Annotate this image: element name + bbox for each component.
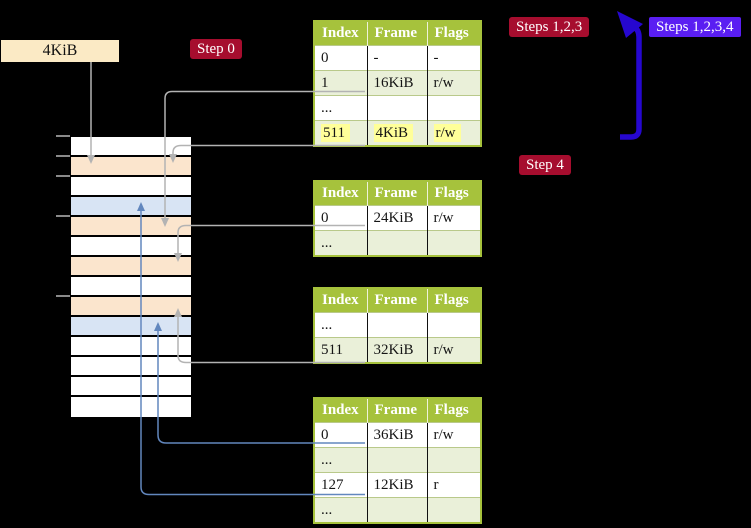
loop-arrow-head [617,11,643,38]
table-header-row: Index Frame Flags [314,21,481,46]
memory-row [71,317,191,337]
table-cell: 0 [314,422,367,448]
page-table-level-1: Index Frame Flags 0 36KiB r/w ... 127 12… [313,397,482,524]
badge-step-4: Step 4 [519,155,571,175]
table-cell: 16KiB [366,70,427,96]
table-cell: r/w [426,422,481,448]
table-cell [366,497,427,523]
table-row-highlighted: 511 4KiB r/w [314,120,481,146]
memory-row [71,397,191,417]
table-cell: 511 [314,337,367,363]
column-header-flags: Flags [426,398,481,423]
highlighted-value: r/w [433,123,461,142]
address-tick [56,215,70,217]
table-row: 0 24KiB r/w [314,205,481,231]
memory-row [71,357,191,377]
memory-row [71,297,191,317]
page-table-level-2: Index Frame Flags ... 511 32KiB r/w [313,287,482,364]
memory-row [71,377,191,397]
table-cell: 127 [314,472,367,498]
page-size-label: 4KiB [1,40,119,62]
column-header-frame: Frame [366,181,427,206]
table-row: ... [314,230,481,256]
table-row: ... [314,312,481,338]
table-cell: ... [314,447,367,473]
table-cell: 36KiB [366,422,427,448]
table-cell: 0 [314,45,367,71]
column-header-frame: Frame [366,398,427,423]
table-row: 1 16KiB r/w [314,70,481,96]
column-header-index: Index [314,398,367,423]
table-header-row: Index Frame Flags [314,181,481,206]
table-cell: 12KiB [366,472,427,498]
column-header-index: Index [314,181,367,206]
table-cell: 24KiB [366,205,427,231]
memory-row [71,177,191,197]
table-row: 0 36KiB r/w [314,422,481,448]
highlighted-value: 511 [321,123,350,142]
memory-row [71,277,191,297]
table-cell: 32KiB [366,337,427,363]
table-row: 127 12KiB r [314,472,481,498]
table-cell: r/w [426,120,481,146]
table-cell: 1 [314,70,367,96]
memory-row [71,137,191,157]
column-header-flags: Flags [426,21,481,46]
table-header-row: Index Frame Flags [314,398,481,423]
table-cell [426,230,481,256]
column-header-index: Index [314,288,367,313]
memory-row [71,157,191,177]
address-tick [56,295,70,297]
address-tick [56,175,70,177]
table-cell [366,95,427,121]
page-table-level-4: Index Frame Flags 0 - - 1 16KiB r/w ... … [313,20,482,147]
badge-steps-1234: Steps 1,2,3,4 [649,17,741,37]
table-cell: r/w [426,337,481,363]
table-cell: - [426,45,481,71]
loop-arrow-shaft [620,22,642,140]
badge-step-0: Step 0 [190,39,242,59]
memory-row [71,237,191,257]
table-cell [366,230,427,256]
table-row: ... [314,447,481,473]
table-row: ... [314,95,481,121]
table-cell: 511 [314,120,367,146]
table-row: 511 32KiB r/w [314,337,481,363]
page-table-level-3: Index Frame Flags 0 24KiB r/w ... [313,180,482,257]
table-cell [426,312,481,338]
table-cell: ... [314,95,367,121]
table-cell [426,447,481,473]
column-header-index: Index [314,21,367,46]
address-tick [56,135,70,137]
table-cell [366,447,427,473]
table-cell: r [426,472,481,498]
table-cell: r/w [426,205,481,231]
memory-stack [70,136,192,418]
table-cell: 4KiB [366,120,427,146]
table-cell: ... [314,497,367,523]
memory-row [71,337,191,357]
column-header-frame: Frame [366,288,427,313]
memory-row [71,197,191,217]
highlighted-value: 4KiB [373,123,414,142]
memory-row [71,257,191,277]
memory-row [71,217,191,237]
badge-steps-123: Steps 1,2,3 [509,17,590,37]
table-cell: 0 [314,205,367,231]
table-cell [426,497,481,523]
column-header-frame: Frame [366,21,427,46]
table-cell: ... [314,230,367,256]
table-cell [366,312,427,338]
column-header-flags: Flags [426,181,481,206]
table-header-row: Index Frame Flags [314,288,481,313]
table-row: ... [314,497,481,523]
table-row: 0 - - [314,45,481,71]
table-cell [426,95,481,121]
address-tick [56,155,70,157]
table-cell: - [366,45,427,71]
column-header-flags: Flags [426,288,481,313]
table-cell: ... [314,312,367,338]
table-cell: r/w [426,70,481,96]
